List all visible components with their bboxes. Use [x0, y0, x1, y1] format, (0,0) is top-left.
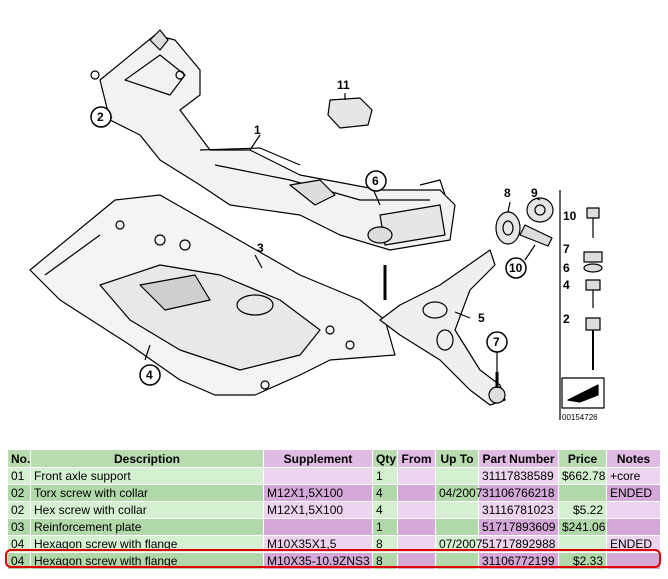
cell-price: $5.22: [559, 502, 606, 518]
cell-supplement: M12X1,5X100: [264, 502, 372, 518]
cell-part-number[interactable]: 31117838589: [479, 468, 558, 484]
col-header-description[interactable]: Description: [31, 450, 263, 467]
table-row-highlighted[interactable]: 04 Hexagon screw with flange M10X35-10.9…: [8, 553, 660, 569]
cell-part-number[interactable]: 51717892988: [479, 536, 558, 552]
cell-notes: ENDED: [607, 485, 660, 501]
callout-4: 4: [146, 368, 153, 382]
cell-part-number[interactable]: 51717893609: [479, 519, 558, 535]
callout-3: 3: [257, 241, 264, 255]
cell-part-number[interactable]: 31116781023: [479, 502, 558, 518]
callout-11: 11: [337, 78, 350, 92]
cell-qty: 1: [373, 519, 397, 535]
cell-notes: +core: [607, 468, 660, 484]
cell-price: $241.06: [559, 519, 606, 535]
col-header-supplement[interactable]: Supplement: [264, 450, 372, 467]
front-axle-support-drawing: [90, 29, 456, 251]
cell-no: 04: [8, 536, 30, 552]
callout-8: 8: [504, 186, 511, 200]
bushing-drawing: [495, 197, 554, 247]
cell-notes: [607, 519, 660, 535]
callout-circles: [90, 106, 527, 386]
side-label-4: 4: [563, 278, 570, 292]
cell-from: [398, 519, 435, 535]
cell-no: 02: [8, 502, 30, 518]
cell-up-to: 04/2007: [436, 485, 482, 501]
cell-from: [398, 553, 435, 569]
callout-9: 9: [531, 186, 538, 200]
cell-part-number[interactable]: 31106772199: [479, 553, 558, 569]
col-header-qty[interactable]: Qty: [373, 450, 397, 467]
col-header-price[interactable]: Price: [559, 450, 606, 467]
cell-up-to: 07/2007: [436, 536, 482, 552]
col-header-part-number[interactable]: Part Number: [479, 450, 558, 467]
cell-description[interactable]: Hex screw with collar: [31, 502, 263, 518]
cell-from: [398, 502, 435, 518]
cell-qty: 8: [373, 553, 397, 569]
side-label-7: 7: [563, 242, 570, 256]
cell-notes: [607, 502, 660, 518]
cell-qty: 1: [373, 468, 397, 484]
col-header-up-to[interactable]: Up To: [436, 450, 478, 467]
parts-diagram: 1 2 3 4 5 6 7 8 9 10 11 10 7 6 4 2 00154…: [29, 29, 605, 422]
cell-price: $662.78: [559, 468, 606, 484]
cell-description[interactable]: Hexagon screw with flange: [31, 553, 263, 569]
cell-description[interactable]: Hexagon screw with flange: [31, 536, 263, 552]
cell-notes: [607, 553, 660, 569]
side-label-10: 10: [563, 209, 577, 223]
cell-notes: ENDED: [607, 536, 660, 552]
table-row[interactable]: 03 Reinforcement plate 1 51717893609 $24…: [8, 519, 660, 535]
fasteners-drawing: [583, 207, 603, 370]
table-header-row: No. Description Supplement Qty From Up T…: [8, 450, 660, 467]
cell-supplement: M12X1,5X100: [264, 485, 372, 501]
cell-no: 02: [8, 485, 30, 501]
col-header-from[interactable]: From: [398, 450, 435, 467]
side-label-6: 6: [563, 261, 570, 275]
cell-part-number[interactable]: 31106766218: [479, 485, 558, 501]
cell-no: 03: [8, 519, 30, 535]
wishbone-drawing: [379, 249, 506, 406]
cell-description[interactable]: Torx screw with collar: [31, 485, 263, 501]
table-row[interactable]: 02 Hex screw with collar M12X1,5X100 4 3…: [8, 502, 660, 518]
cell-no: 01: [8, 468, 30, 484]
cell-up-to: [436, 468, 478, 484]
cell-from: [398, 468, 435, 484]
cell-qty: 4: [373, 485, 397, 501]
table-row[interactable]: 04 Hexagon screw with flange M10X35X1,5 …: [8, 536, 660, 552]
cell-description[interactable]: Front axle support: [31, 468, 263, 484]
cell-from: [398, 485, 435, 501]
cell-from: [398, 536, 435, 552]
cell-qty: 8: [373, 536, 397, 552]
diagram-reference-id: 00154726: [562, 413, 598, 422]
table-row[interactable]: 02 Torx screw with collar M12X1,5X100 4 …: [8, 485, 660, 501]
cell-supplement: M10X35X1,5: [264, 536, 372, 552]
cell-supplement: [264, 468, 372, 484]
cell-up-to: [436, 519, 478, 535]
cell-supplement: M10X35-10.9ZNS3: [264, 553, 372, 569]
parts-table: No. Description Supplement Qty From Up T…: [7, 449, 661, 570]
table-row[interactable]: 01 Front axle support 1 31117838589 $662…: [8, 468, 660, 484]
cell-price: $2.33: [559, 553, 606, 569]
callout-7: 7: [493, 335, 500, 349]
reinforcement-plate-drawing: [29, 194, 396, 396]
cell-no: 04: [8, 553, 30, 569]
callout-6: 6: [372, 174, 379, 188]
col-header-no[interactable]: No.: [8, 450, 30, 467]
callout-2: 2: [97, 110, 104, 124]
cell-up-to: [436, 553, 478, 569]
callout-10: 10: [509, 261, 523, 275]
cell-description[interactable]: Reinforcement plate: [31, 519, 263, 535]
side-label-2: 2: [563, 312, 570, 326]
col-header-notes[interactable]: Notes: [607, 450, 660, 467]
cell-up-to: [436, 502, 478, 518]
cell-qty: 4: [373, 502, 397, 518]
callout-1: 1: [254, 123, 261, 137]
bracket-drawing: [327, 97, 373, 129]
cell-price: [559, 536, 606, 552]
cell-price: [559, 485, 606, 501]
callout-5: 5: [478, 311, 485, 325]
cell-supplement: [264, 519, 372, 535]
